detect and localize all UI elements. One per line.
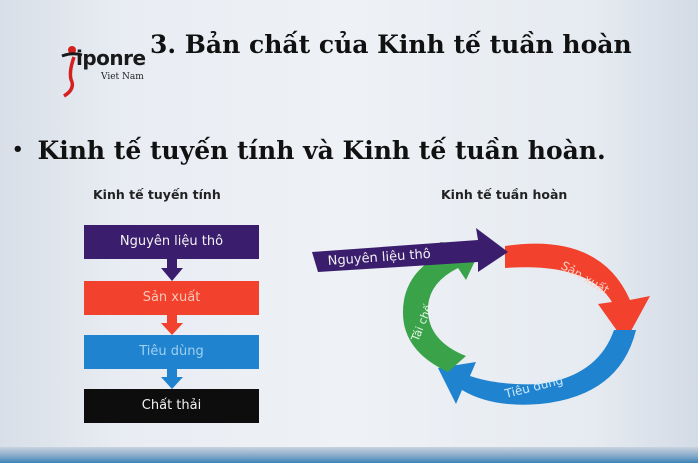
bottom-decor-band	[0, 447, 698, 463]
linear-heading: Kinh tế tuyến tính	[93, 187, 221, 202]
raw-material-input-arrow	[312, 228, 508, 272]
logo-word: iponre	[76, 46, 146, 70]
logo-subtext: Viet Nam	[101, 72, 144, 82]
recycling-arrow	[402, 242, 482, 372]
consumption-arrow	[438, 330, 636, 405]
linear-step-consumption: Tiêu dùng	[84, 335, 259, 369]
production-arrow	[505, 243, 650, 342]
bullet-dot: •	[12, 139, 24, 160]
circular-heading: Kinh tế tuần hoàn	[441, 187, 568, 202]
down-arrow-icon	[161, 259, 183, 281]
linear-step-waste: Chất thải	[84, 389, 259, 423]
iponre-logo: iponre Viet Nam	[58, 42, 168, 98]
down-arrow-icon	[161, 315, 183, 335]
bullet-line: • Kinh tế tuyến tính và Kinh tế tuần hoàn…	[12, 136, 606, 165]
bullet-text: Kinh tế tuyến tính và Kinh tế tuần hoàn.	[37, 136, 606, 165]
circular-cycle-diagram: Nguyên liệu thô Sản xuất Tiêu dùng Tái c…	[312, 228, 650, 405]
cycle-input-label: Nguyên liệu thô	[327, 247, 431, 269]
linear-step-raw-material: Nguyên liệu thô	[84, 225, 259, 259]
linear-step-production: Sản xuất	[84, 281, 259, 315]
down-arrow-icon	[161, 369, 183, 389]
slide-title: 3. Bản chất của Kinh tế tuần hoàn	[150, 30, 632, 59]
logo-figure-icon	[61, 46, 83, 98]
